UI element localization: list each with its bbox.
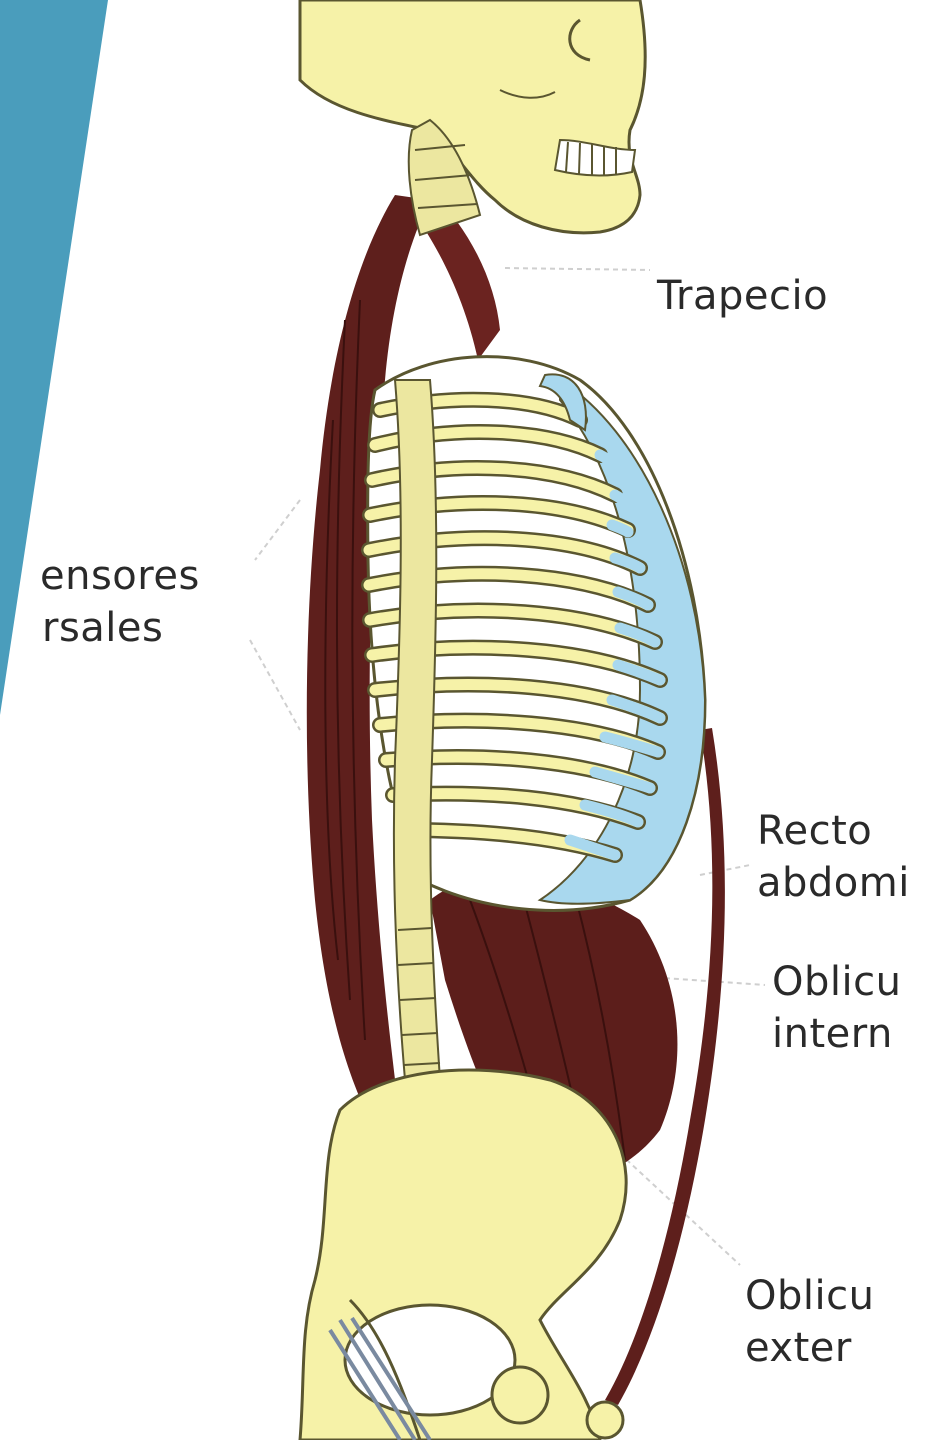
leader-trapezius xyxy=(505,268,650,270)
label-rectus-abdominis: Recto abdomi xyxy=(757,805,933,909)
label-external-oblique: Oblicu exter xyxy=(745,1270,873,1374)
label-external-oblique-line2: exter xyxy=(745,1325,852,1371)
label-extensors: ensores rsales xyxy=(0,550,230,670)
leader-rectus xyxy=(700,865,750,875)
label-internal-oblique-line2: intern xyxy=(772,1011,893,1057)
pelvis xyxy=(300,1070,626,1440)
label-rectus-line1: Recto xyxy=(757,808,872,854)
label-trapezius: Trapecio xyxy=(657,270,828,322)
leader-extensors-top xyxy=(255,500,300,560)
label-external-oblique-line1: Oblicu xyxy=(745,1273,873,1319)
label-internal-oblique-line1: Oblicu xyxy=(772,959,901,1005)
label-internal-oblique: Oblicu intern xyxy=(772,956,908,1060)
vertebral-column xyxy=(394,380,440,1080)
label-extensors-line2: rsales xyxy=(0,602,230,654)
label-rectus-line2: abdomi xyxy=(757,860,910,906)
label-extensors-line1: ensores xyxy=(0,550,230,602)
leader-extensors-bottom xyxy=(250,640,300,730)
